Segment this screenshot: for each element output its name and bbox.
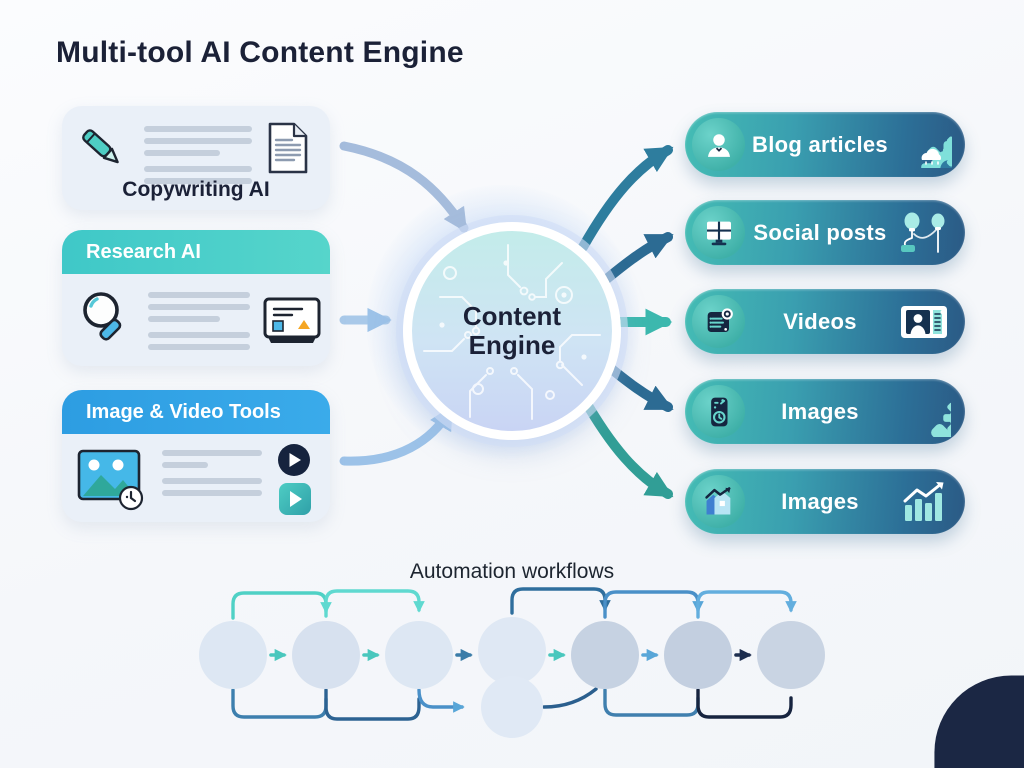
pill-label: Images — [781, 398, 859, 424]
circuit-pattern — [423, 244, 601, 420]
browser-icon — [263, 297, 321, 343]
gear-icon — [644, 675, 1024, 768]
gear-icon — [458, 675, 1024, 768]
card-header: Research AI — [62, 230, 330, 274]
gear-icon — [830, 675, 1024, 768]
card-image-video-tools: Image & Video Tools — [62, 390, 330, 522]
house-chart-icon — [692, 475, 745, 528]
pill-label: Social posts — [753, 219, 887, 245]
engine-label-line1: Content — [462, 300, 562, 331]
workflow-top-arcs — [231, 587, 797, 620]
workflow-title: Automation workflows — [409, 560, 615, 583]
engine-label-line2: Engine — [468, 330, 556, 360]
text-lines — [148, 292, 250, 350]
page-title: Multi-tool AI Content Engine — [56, 36, 464, 69]
engine-label: Content Engine — [462, 300, 562, 360]
document-icon — [268, 122, 308, 174]
text-lines — [144, 126, 252, 184]
image-icon — [77, 449, 144, 511]
card-research-ai: Research AI — [62, 230, 330, 366]
gears-cloud-icon — [895, 122, 953, 168]
idea-bulbs-icon — [895, 208, 953, 258]
bar-chart-icon — [895, 479, 953, 525]
card-header-label: Image & Video Tools — [86, 400, 281, 423]
video-player-icon — [895, 302, 953, 342]
gear-icon — [551, 675, 1024, 768]
text-lines — [162, 450, 262, 496]
gear-icon — [737, 671, 1024, 768]
device-icon — [692, 385, 745, 438]
person-icon — [692, 118, 745, 171]
gear-icon — [1016, 675, 1024, 768]
gear-icon — [923, 675, 1024, 768]
gear-icon — [716, 725, 1024, 768]
magnifier-icon — [83, 292, 122, 341]
output-pill-videos: Videos — [685, 289, 965, 354]
pill-label: Images — [781, 488, 859, 514]
clipboard-list-icon — [692, 295, 745, 348]
workflow-node — [292, 621, 1024, 768]
pill-label: Videos — [783, 308, 857, 334]
card-label: Copywriting AI — [122, 178, 270, 201]
card-header-label: Research AI — [86, 240, 201, 263]
pen-icon — [82, 129, 119, 164]
card-copywriting-ai: Copywriting AI — [62, 106, 330, 210]
card-header: Image & Video Tools — [62, 390, 330, 434]
workflow-node — [757, 621, 1024, 768]
play-circle-icon — [278, 444, 310, 476]
monitor-grid-icon — [692, 206, 745, 259]
workflow-node — [199, 621, 1024, 768]
workflow-node — [571, 621, 1024, 768]
output-pill-images: Images — [685, 379, 965, 444]
workflow-node — [478, 617, 1024, 768]
content-engine-hub: Content Engine — [403, 222, 621, 440]
gears-icon — [895, 387, 953, 437]
output-pill-blog-articles: Blog articles — [685, 112, 965, 177]
workflow-node — [664, 621, 1024, 768]
output-pill-social-posts: Social posts — [685, 200, 965, 265]
workflow-node-branch — [481, 676, 1024, 768]
workflow-node — [385, 621, 1024, 768]
workflow-bottom-arcs — [231, 687, 793, 721]
pill-label: Blog articles — [752, 131, 888, 157]
play-square-icon — [279, 483, 311, 515]
output-pill-images-2: Images — [685, 469, 965, 534]
workflow-nodes — [199, 617, 1024, 768]
